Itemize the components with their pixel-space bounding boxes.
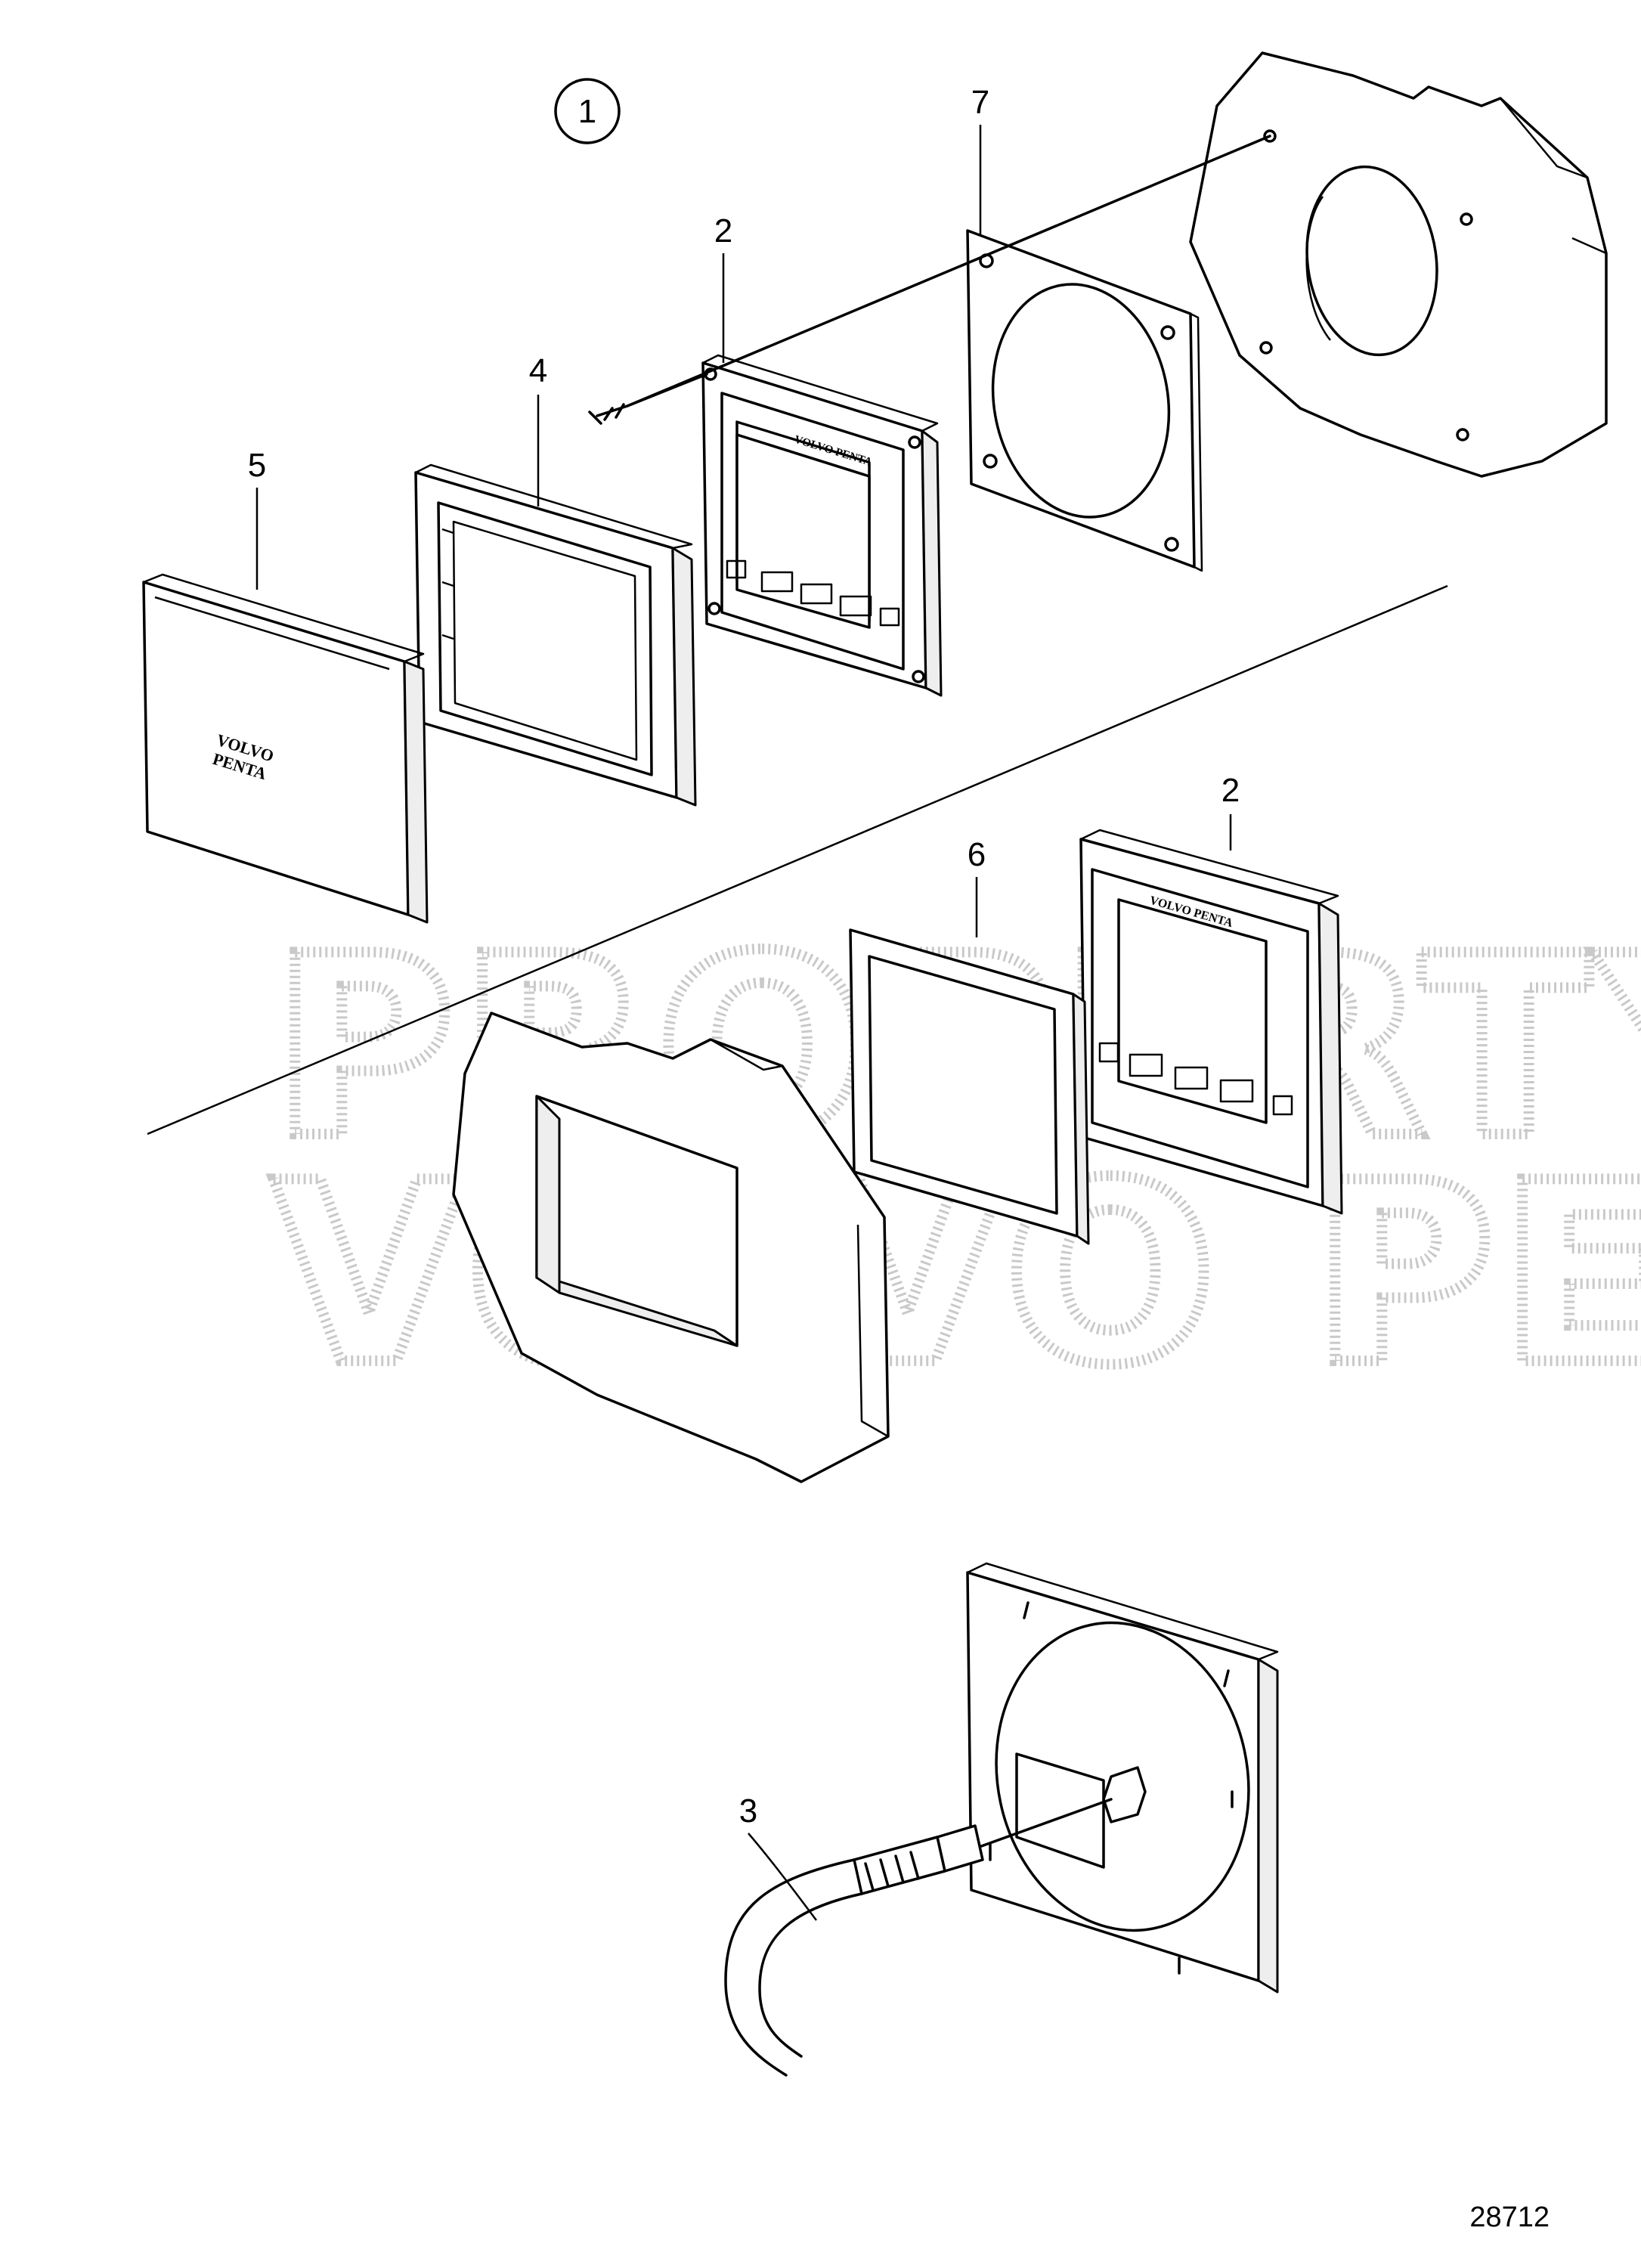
mounting-screw: [588, 135, 1271, 425]
display-unit-middle: VOLVO PENTA: [1079, 829, 1343, 1215]
display-buttons-middle: [1098, 1042, 1293, 1116]
gasket-7: [966, 229, 1203, 572]
dashboard-panel-middle: [452, 1012, 890, 1483]
display-unit-top: VOLVO PENTA: [701, 354, 943, 697]
callout-7: 7: [971, 84, 989, 121]
callout-numbers: 7 2 4 5 2 6 3: [248, 84, 1240, 1830]
group-callout-number: 1: [578, 93, 596, 130]
callout-2-middle: 2: [1221, 772, 1240, 809]
cable-connector-3: [724, 1798, 1113, 2077]
dashboard-panel-top: [1189, 51, 1608, 478]
leader-lines: [255, 125, 1232, 1921]
display-unit-rear: [966, 1562, 1279, 1994]
bezel-frame-4: [414, 463, 697, 807]
gasket-6: [849, 928, 1090, 1245]
group-callout: 1: [554, 78, 621, 144]
figure-number: 28712: [1469, 2201, 1550, 2233]
callout-2-top: 2: [714, 212, 732, 249]
callout-5: 5: [248, 447, 266, 484]
divider-line: [147, 584, 1448, 1136]
display-buttons-top: [726, 559, 900, 627]
callout-6: 6: [968, 836, 986, 873]
callout-3: 3: [739, 1792, 757, 1830]
callout-4: 4: [529, 352, 547, 389]
cover-5: VOLVO PENTA: [142, 573, 429, 924]
